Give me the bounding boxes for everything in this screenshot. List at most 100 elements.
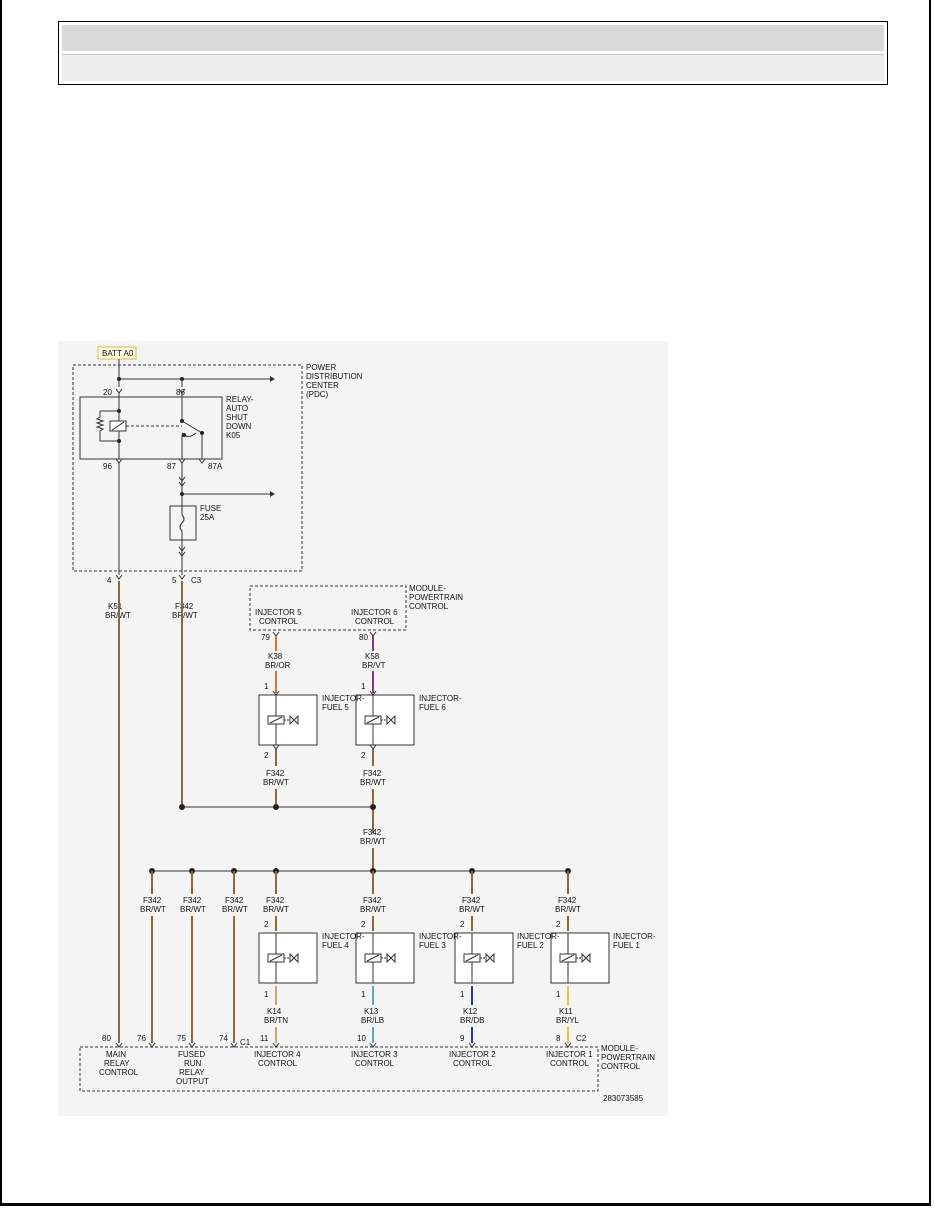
wire-k38-color: BR/OR bbox=[265, 661, 291, 670]
module-top-box bbox=[249, 585, 407, 631]
inj3-label-2: FUEL 3 bbox=[419, 941, 446, 950]
pdc-label-4: (PDC) bbox=[306, 390, 329, 399]
bottom-pin-76: 76 bbox=[137, 1034, 146, 1043]
bottom-pin-80: 80 bbox=[102, 1034, 111, 1043]
fused-run-2: RUN bbox=[184, 1059, 202, 1068]
inj2-label-2: FUEL 2 bbox=[517, 941, 544, 950]
figure-id: 283073585 bbox=[603, 1094, 644, 1103]
wire-k14-color: BR/TN bbox=[264, 1016, 288, 1025]
wire-k38-id: K38 bbox=[268, 652, 283, 661]
inj2-ctrl-2: CONTROL bbox=[453, 1059, 493, 1068]
mid-f342-color: BR/WT bbox=[360, 837, 386, 846]
f342-c-id: F342 bbox=[225, 896, 244, 905]
module-bottom-2: POWERTRAIN bbox=[601, 1053, 655, 1062]
bottom-pin-9: 9 bbox=[460, 1034, 465, 1043]
module-bottom-box bbox=[79, 1046, 599, 1092]
pdc-box bbox=[72, 364, 303, 572]
wire-f342-top-id: F342 bbox=[175, 602, 194, 611]
pdc-label-2: DISTRIBUTION bbox=[306, 372, 363, 381]
inj1-f342-color: BR/WT bbox=[555, 905, 581, 914]
wire-k12-color: BR/DB bbox=[460, 1016, 484, 1025]
inj6-ctrl-1: INJECTOR 6 bbox=[351, 608, 398, 617]
inj5-f342-id: F342 bbox=[266, 769, 285, 778]
relay-label-4: DOWN bbox=[226, 422, 252, 431]
inj5-f342-color: BR/WT bbox=[263, 778, 289, 787]
module-top-1: MODULE- bbox=[409, 584, 446, 593]
relay-pin-20: 20 bbox=[103, 388, 112, 397]
inj6-label-1: INJECTOR- bbox=[419, 694, 462, 703]
inj1-pin-2: 2 bbox=[556, 920, 561, 929]
pin-80-top: 80 bbox=[359, 633, 368, 642]
module-top-2: POWERTRAIN bbox=[409, 593, 463, 602]
inj5-pin-2: 2 bbox=[264, 751, 269, 760]
fuse-box bbox=[169, 505, 197, 541]
inj6-pin-1: 1 bbox=[361, 682, 366, 691]
f342-b-id: F342 bbox=[183, 896, 202, 905]
inj4-label-2: FUEL 4 bbox=[322, 941, 349, 950]
inj2-pin-1: 1 bbox=[460, 990, 465, 999]
inj3-pin-1: 1 bbox=[361, 990, 366, 999]
relay-pin-96: 96 bbox=[103, 462, 112, 471]
bottom-pin-11: 11 bbox=[260, 1034, 269, 1043]
relay-pin-87a: 87A bbox=[208, 462, 223, 471]
main-relay-3: CONTROL bbox=[99, 1068, 139, 1077]
inj5-pin-1: 1 bbox=[264, 682, 269, 691]
bottom-pin-10: 10 bbox=[357, 1034, 366, 1043]
relay-box bbox=[79, 396, 223, 460]
f342-a-color: BR/WT bbox=[140, 905, 166, 914]
inj1-f342-id: F342 bbox=[558, 896, 577, 905]
wire-k13-id: K13 bbox=[364, 1007, 379, 1016]
inj6-label-2: FUEL 6 bbox=[419, 703, 446, 712]
main-relay-2: RELAY bbox=[104, 1059, 130, 1068]
inj4-ctrl-2: CONTROL bbox=[258, 1059, 298, 1068]
wiring-diagram-svg: BATT A0 POWER DISTRIBUTION CENTER (PDC) … bbox=[72, 346, 656, 1103]
header-table bbox=[58, 21, 888, 85]
wire-k51-id: K51 bbox=[108, 602, 123, 611]
inj2-pin-2: 2 bbox=[460, 920, 465, 929]
relay-pin-86: 86 bbox=[176, 388, 185, 397]
batt-box bbox=[97, 346, 137, 360]
inj4-ctrl-1: INJECTOR 4 bbox=[254, 1050, 301, 1059]
relay-label-5: K05 bbox=[226, 431, 241, 440]
pdc-label-3: CENTER bbox=[306, 381, 339, 390]
wire-k51-color: BR/WT bbox=[105, 611, 131, 620]
inj6-f342-id: F342 bbox=[363, 769, 382, 778]
bottom-pin-8: 8 bbox=[556, 1034, 561, 1043]
inj1-ctrl-1: INJECTOR 1 bbox=[546, 1050, 593, 1059]
bottom-conn-c2: C2 bbox=[576, 1034, 587, 1043]
c3-connector: C3 bbox=[191, 576, 202, 585]
module-bottom-1: MODULE- bbox=[601, 1044, 638, 1053]
wire-k11-color: BR/YL bbox=[556, 1016, 580, 1025]
inj3-f342-color: BR/WT bbox=[360, 905, 386, 914]
module-top-3: CONTROL bbox=[409, 602, 449, 611]
inj6-ctrl-2: CONTROL bbox=[355, 617, 395, 626]
inj2-f342-id: F342 bbox=[462, 896, 481, 905]
inj3-ctrl-2: CONTROL bbox=[355, 1059, 395, 1068]
wire-k58-id: K58 bbox=[365, 652, 380, 661]
inj1-label-2: FUEL 1 bbox=[613, 941, 640, 950]
inj5-label-2: FUEL 5 bbox=[322, 703, 349, 712]
inj5-ctrl-2: CONTROL bbox=[259, 617, 299, 626]
header-row-1 bbox=[62, 25, 884, 51]
inj2-ctrl-1: INJECTOR 2 bbox=[449, 1050, 496, 1059]
relay-pin-87: 87 bbox=[167, 462, 176, 471]
fused-run-1: FUSED bbox=[178, 1050, 205, 1059]
inj6-f342-color: BR/WT bbox=[360, 778, 386, 787]
wiring-diagram: BATT A0 POWER DISTRIBUTION CENTER (PDC) … bbox=[58, 341, 668, 1116]
relay-label-2: AUTO bbox=[226, 404, 248, 413]
inj5-ctrl-1: INJECTOR 5 bbox=[255, 608, 302, 617]
inj2-label-1: INJECTOR- bbox=[517, 932, 560, 941]
inj1-label-1: INJECTOR- bbox=[613, 932, 656, 941]
inj4-f342-color: BR/WT bbox=[263, 905, 289, 914]
inj1-ctrl-2: CONTROL bbox=[550, 1059, 590, 1068]
inj3-f342-id: F342 bbox=[363, 896, 382, 905]
inj4-f342-id: F342 bbox=[266, 896, 285, 905]
wire-k12-id: K12 bbox=[463, 1007, 478, 1016]
wire-k14-id: K14 bbox=[267, 1007, 282, 1016]
relay-label-3: SHUT bbox=[226, 413, 248, 422]
bottom-pin-75: 75 bbox=[177, 1034, 186, 1043]
inj5-label-1: INJECTOR- bbox=[322, 694, 365, 703]
fuse-label-2: 25A bbox=[200, 513, 215, 522]
mid-f342-id: F342 bbox=[363, 828, 382, 837]
pdc-label-1: POWER bbox=[306, 363, 336, 372]
